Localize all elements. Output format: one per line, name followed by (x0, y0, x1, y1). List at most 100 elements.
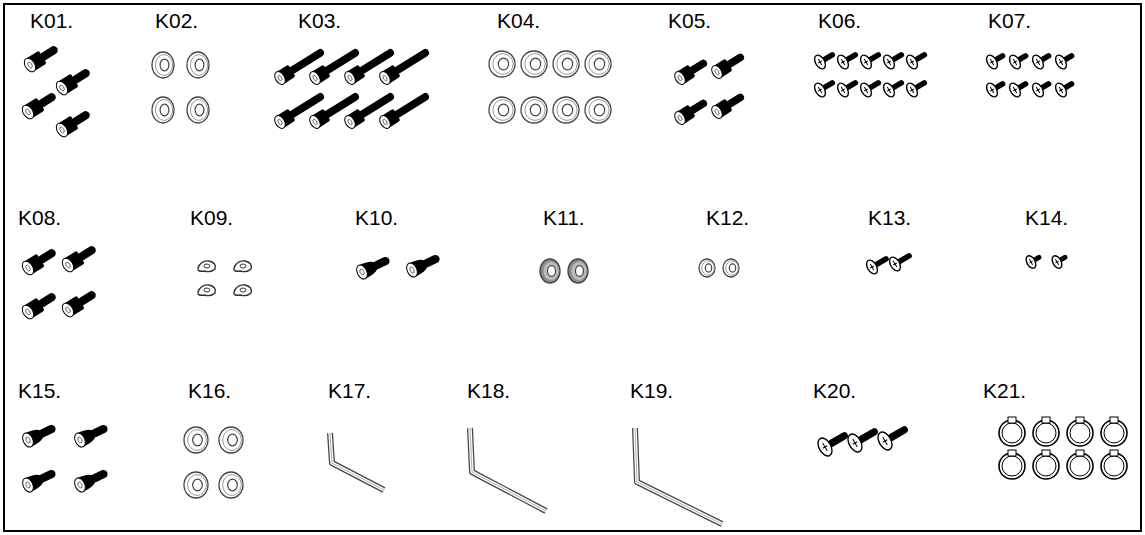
wave-washer (198, 261, 216, 272)
cross-recess (909, 86, 916, 94)
hex-key (330, 433, 384, 490)
hex-socket (77, 482, 83, 489)
washer (187, 97, 209, 123)
head-face (20, 259, 36, 277)
cap-screw (60, 287, 99, 319)
hex-socket (312, 75, 318, 81)
hose-clamp-inner (1104, 423, 1124, 443)
hose-clamp (1033, 420, 1059, 446)
washer-rim (525, 54, 545, 75)
head-face (60, 256, 76, 274)
cross-recess (886, 58, 893, 66)
cross-recess (817, 58, 824, 66)
head-face (272, 114, 287, 131)
small-screw (1053, 48, 1077, 71)
hex-socket (25, 308, 31, 315)
washer-rim (589, 54, 609, 75)
hose-clamp (1101, 453, 1127, 479)
part-number: K01. (30, 10, 73, 31)
washer-hole (193, 479, 203, 491)
small-screw (812, 75, 838, 99)
screw-head (1053, 81, 1068, 98)
small-screw (1030, 76, 1054, 99)
small-screw (835, 47, 861, 71)
hose-clamp-inner (1036, 423, 1056, 443)
hose-clamp-inner (1002, 423, 1022, 443)
hex-key-face (470, 428, 546, 511)
washer-hole (160, 104, 169, 116)
cap-screw (72, 421, 110, 449)
washer-hole (193, 434, 203, 446)
cross-recess (892, 260, 899, 268)
hose-clamp-inner (1036, 456, 1056, 476)
head-face (20, 103, 36, 121)
wave-washer (234, 285, 252, 296)
frame (4, 4, 1141, 531)
washer-rim (702, 261, 714, 275)
head-face (20, 303, 36, 321)
washer-rim (188, 430, 207, 451)
cross-recess (1058, 58, 1065, 66)
cap-screw (672, 96, 710, 127)
hex-socket (277, 75, 283, 81)
washer (699, 259, 715, 277)
washer (184, 427, 208, 453)
part-number: K06. (818, 10, 861, 31)
washer-hole (530, 104, 540, 116)
screw-head (887, 255, 902, 272)
screw-head (881, 53, 896, 70)
washer-rim (190, 100, 207, 121)
screw-head (1030, 81, 1045, 98)
washer-hole (498, 104, 508, 116)
part-number: K15. (18, 380, 61, 401)
hose-clamp (1067, 420, 1093, 446)
head-face (22, 56, 38, 74)
screw-head (904, 53, 919, 70)
part-number: K07. (988, 10, 1031, 31)
head-face (672, 110, 687, 127)
washer (540, 259, 560, 283)
small-screw (1007, 76, 1031, 99)
hex-socket (714, 109, 720, 115)
screw-head (858, 53, 873, 70)
clamp-tab (1076, 450, 1084, 456)
cap-screw (20, 289, 59, 321)
washer-rim (493, 54, 513, 75)
hex-socket (382, 75, 388, 81)
cross-recess (1028, 258, 1034, 265)
small-screw (904, 75, 930, 99)
hose-clamp-inner (1070, 423, 1090, 443)
hex-key-edge (635, 428, 722, 524)
washer (489, 51, 515, 77)
hex-socket (677, 115, 683, 121)
cross-recess (1054, 258, 1060, 265)
screw-head (845, 432, 865, 455)
screw-head (858, 81, 873, 98)
hose-clamp-inner (1002, 456, 1022, 476)
screw-head (1053, 53, 1068, 70)
washer (152, 52, 174, 78)
screw-head (1007, 53, 1022, 70)
cross-recess (909, 58, 916, 66)
hex-socket (59, 84, 65, 91)
hex-key (470, 428, 546, 511)
cap-screw (709, 50, 747, 81)
washer-rim (557, 54, 577, 75)
small-screw (881, 75, 907, 99)
washer-hole (240, 264, 246, 268)
screw-head (815, 436, 835, 459)
washer-hole (576, 266, 584, 277)
part-number: K08. (18, 207, 61, 228)
small-screw (984, 76, 1008, 99)
cross-recess (1035, 86, 1042, 94)
head-face (377, 70, 392, 87)
washer-rim (571, 261, 587, 280)
cross-recess (863, 86, 870, 94)
head-face (72, 476, 87, 494)
washer (553, 97, 579, 123)
cross-recess (880, 436, 889, 446)
hose-clamp-inner (1104, 456, 1124, 476)
hex-socket (382, 119, 388, 125)
clamp-tab (1110, 450, 1118, 456)
washer (568, 259, 588, 283)
